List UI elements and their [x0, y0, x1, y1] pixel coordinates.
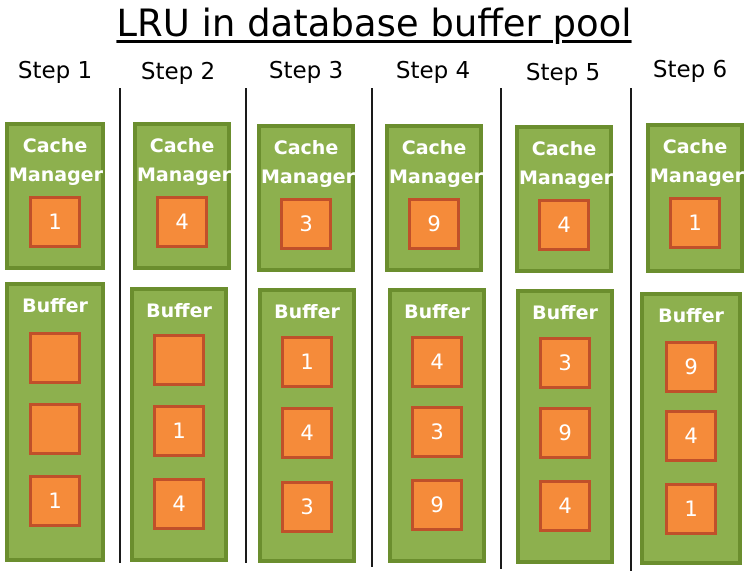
buffer-slot: 1	[665, 483, 717, 535]
step-divider	[245, 88, 247, 563]
buffer-slot: 4	[411, 336, 463, 388]
cache-slot: 1	[669, 197, 721, 249]
cache-manager-panel: Cache Manager 3	[257, 124, 355, 272]
step-label: Step 1	[17, 58, 93, 84]
buffer-slot: 4	[665, 410, 717, 462]
cache-manager-panel: Cache Manager 1	[5, 122, 105, 270]
buffer-slot: 4	[539, 480, 591, 532]
cache-manager-panel: Cache Manager 4	[515, 125, 613, 273]
cache-manager-label: Cache Manager	[9, 135, 103, 186]
buffer-label: Buffer	[146, 300, 212, 322]
buffer-slot	[29, 332, 81, 384]
buffer-slot: 9	[539, 407, 591, 459]
buffer-slot: 3	[539, 337, 591, 389]
cache-manager-label: Cache Manager	[261, 137, 355, 188]
buffer-label: Buffer	[404, 301, 470, 323]
step-label: Step 6	[652, 57, 728, 83]
buffer-slot: 3	[281, 481, 333, 533]
buffer-panel: Buffer 9 4 1	[640, 292, 742, 565]
buffer-panel: Buffer 1	[5, 282, 105, 562]
cache-manager-panel: Cache Manager 1	[646, 123, 744, 273]
buffer-slot	[153, 334, 205, 386]
cache-slot: 3	[280, 198, 332, 250]
buffer-slot: 1	[29, 475, 81, 527]
cache-slot: 9	[408, 198, 460, 250]
buffer-label: Buffer	[532, 302, 598, 324]
buffer-slot	[29, 403, 81, 455]
step-divider	[500, 88, 502, 569]
step-label: Step 5	[525, 60, 601, 86]
buffer-label: Buffer	[658, 305, 724, 327]
buffer-slot: 4	[281, 407, 333, 459]
step-divider	[119, 88, 121, 563]
buffer-label: Buffer	[274, 301, 340, 323]
buffer-slot: 9	[411, 479, 463, 531]
buffer-slot: 3	[411, 406, 463, 458]
cache-slot: 4	[538, 199, 590, 251]
buffer-slot: 1	[281, 336, 333, 388]
cache-manager-panel: Cache Manager 4	[133, 122, 231, 270]
buffer-slot: 9	[665, 341, 717, 393]
cache-manager-label: Cache Manager	[137, 135, 231, 186]
step-divider	[371, 88, 373, 567]
buffer-slot: 4	[153, 478, 205, 530]
step-divider	[630, 88, 632, 571]
cache-manager-label: Cache Manager	[650, 136, 744, 187]
cache-slot: 4	[156, 196, 208, 248]
step-label: Step 3	[268, 58, 344, 84]
step-label: Step 4	[395, 58, 471, 84]
cache-manager-panel: Cache Manager 9	[385, 124, 483, 272]
cache-manager-label: Cache Manager	[389, 137, 483, 188]
cache-slot: 1	[29, 196, 81, 248]
buffer-panel: Buffer 4 3 9	[388, 288, 486, 563]
diagram-title: LRU in database buffer pool	[116, 2, 632, 45]
buffer-panel: Buffer 1 4 3	[258, 288, 356, 563]
buffer-slot: 1	[153, 405, 205, 457]
cache-manager-label: Cache Manager	[519, 138, 613, 189]
buffer-panel: Buffer 3 9 4	[516, 289, 614, 564]
buffer-label: Buffer	[22, 295, 88, 317]
buffer-panel: Buffer 1 4	[130, 287, 228, 562]
step-label: Step 2	[140, 59, 216, 85]
